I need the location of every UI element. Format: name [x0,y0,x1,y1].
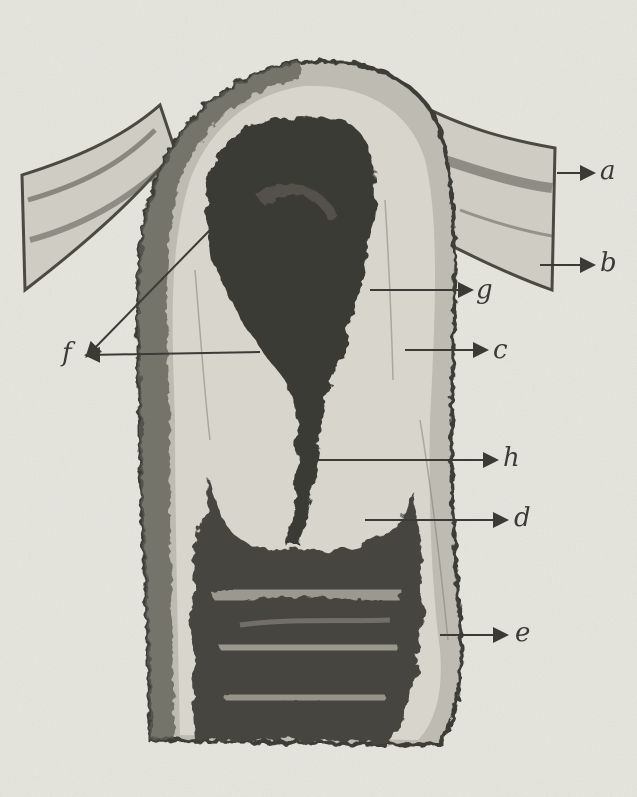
label-b: b [600,250,617,276]
label-d: d [514,505,531,531]
label-f: f [62,340,72,366]
label-c: c [493,337,508,363]
label-a: a [600,158,616,184]
label-h: h [503,445,520,471]
label-e: e [515,620,530,646]
label-g: g [476,277,493,303]
